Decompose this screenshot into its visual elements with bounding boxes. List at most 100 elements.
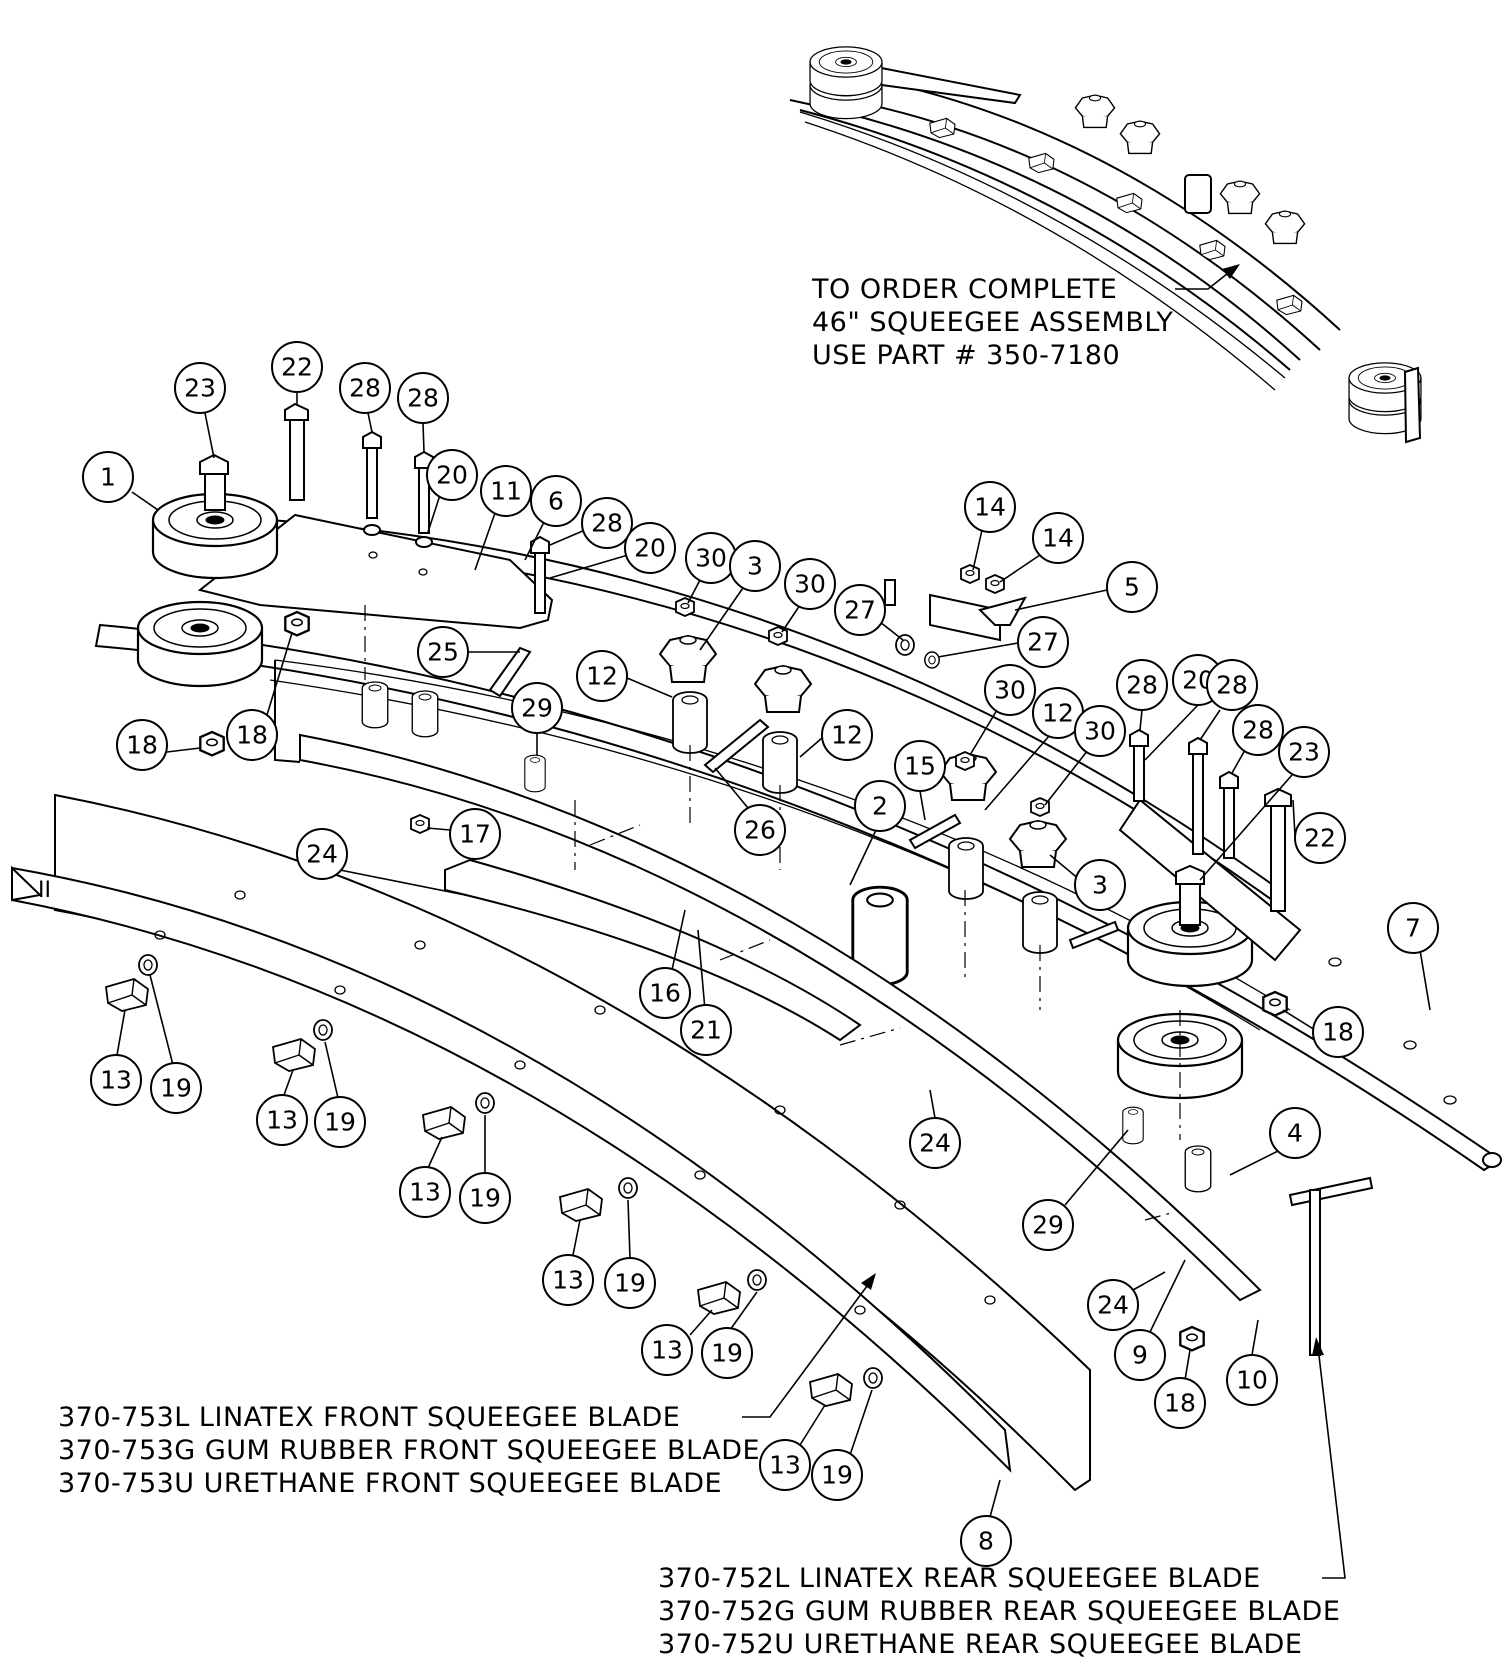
svg-text:14: 14: [1042, 524, 1074, 553]
nut-30-c: [955, 751, 975, 771]
bolt-28-a: [362, 430, 382, 536]
front-blade-note-line-1: 370-753L LINATEX FRONT SQUEEGEE BLADE: [58, 1402, 681, 1433]
svg-text:13: 13: [651, 1336, 683, 1365]
svg-text:6: 6: [548, 487, 564, 516]
callout-30-a: 30: [685, 532, 737, 604]
callout-28-b: 28: [397, 372, 449, 453]
stud-right: [1068, 920, 1120, 950]
svg-text:19: 19: [469, 1184, 501, 1213]
svg-text:22: 22: [1304, 824, 1336, 853]
clip-13-a: [105, 978, 149, 1012]
svg-text:2: 2: [872, 792, 888, 821]
pin-25: [488, 646, 532, 698]
svg-text:23: 23: [184, 374, 216, 403]
svg-text:28: 28: [1216, 671, 1248, 700]
nut-14-a: [960, 564, 980, 584]
rear-blade-note-leader: [1312, 1337, 1346, 1579]
callout-19-f: 19: [811, 1389, 873, 1501]
svg-text:23: 23: [1288, 738, 1320, 767]
callout-2: 2: [849, 780, 906, 886]
callout-18-c: 18: [1282, 1006, 1364, 1058]
clip-13-c: [422, 1106, 466, 1140]
spacer-12-a: [672, 691, 708, 754]
svg-text:28: 28: [407, 384, 439, 413]
callout-9: 9: [1114, 1259, 1186, 1381]
svg-text:17: 17: [459, 820, 491, 849]
svg-text:12: 12: [1042, 699, 1074, 728]
callout-14-a: 14: [964, 481, 1016, 571]
bolt-28-c: [530, 535, 550, 614]
callout-13-f: 13: [759, 1404, 826, 1491]
bracket-5: [884, 579, 1028, 642]
svg-text:8: 8: [978, 1527, 994, 1556]
callout-25: 25: [417, 626, 520, 678]
callout-30-c: 30: [969, 664, 1036, 756]
callout-19-b: 19: [314, 1041, 366, 1148]
svg-text:24: 24: [306, 840, 338, 869]
callout-17: 17: [426, 808, 501, 860]
callout-3-a: 3: [699, 540, 781, 651]
callout-26: 26: [714, 767, 786, 856]
callout-13-b: 13: [256, 1069, 308, 1146]
svg-text:28: 28: [349, 374, 381, 403]
svg-text:13: 13: [100, 1066, 132, 1095]
svg-text:20: 20: [436, 461, 468, 490]
callout-24-b: 24: [909, 1089, 961, 1169]
svg-text:13: 13: [266, 1106, 298, 1135]
svg-text:28: 28: [591, 509, 623, 538]
svg-text:3: 3: [747, 552, 763, 581]
svg-text:16: 16: [649, 979, 681, 1008]
callout-11: 11: [474, 465, 532, 571]
order-note-line-1: TO ORDER COMPLETE: [812, 274, 1118, 305]
svg-text:29: 29: [1032, 1211, 1064, 1240]
callout-12-a: 12: [576, 650, 673, 702]
callout-4: 4: [1229, 1107, 1321, 1176]
order-note-line-2: 46" SQUEEGEE ASSEMBLY: [812, 307, 1174, 338]
callout-27-a: 27: [834, 584, 904, 641]
callout-22-right: 22: [1292, 799, 1346, 864]
svg-text:18: 18: [1164, 1389, 1196, 1418]
washer-19-e: [747, 1269, 767, 1291]
svg-text:30: 30: [994, 676, 1026, 705]
nut-18-left: [284, 610, 310, 637]
nut-18-far-left: [199, 730, 225, 757]
svg-text:30: 30: [695, 544, 727, 573]
callout-23-left: 23: [174, 362, 226, 459]
washer-19-a: [138, 954, 158, 976]
svg-text:13: 13: [409, 1178, 441, 1207]
nut-14-b: [985, 574, 1005, 594]
screw-27-a: [895, 634, 915, 656]
blade-end-hole-7: [1482, 1152, 1502, 1168]
callout-8: 8: [960, 1479, 1012, 1567]
callout-28-e: 28: [1199, 659, 1258, 741]
blade-clamp-9: [444, 858, 862, 1042]
callout-28-d: 28: [1116, 659, 1168, 731]
washer-19-b: [313, 1019, 333, 1041]
callout-20-a: 20: [426, 449, 478, 533]
callout-28-f: 28: [1231, 704, 1284, 774]
callout-20-b: 20: [549, 522, 676, 579]
callout-27-b: 27: [937, 616, 1069, 668]
washer-19-f: [863, 1367, 883, 1389]
blade-slots-7: [1328, 957, 1457, 1105]
order-note: TO ORDER COMPLETE 46" SQUEEGEE ASSEMBLY …: [812, 273, 1173, 372]
bolt-right-long: [1288, 1176, 1374, 1207]
knob-3-right-b: [1009, 820, 1067, 868]
order-note-leader: [1175, 264, 1240, 290]
knob-3-mid: [754, 665, 812, 713]
callout-10: 10: [1226, 1319, 1278, 1406]
nut-30-a: [675, 597, 695, 617]
callout-13-d: 13: [542, 1219, 594, 1306]
svg-text:3: 3: [1092, 871, 1108, 900]
front-blade-note: 370-753L LINATEX FRONT SQUEEGEE BLADE 37…: [58, 1401, 760, 1500]
knob-3-left: [659, 635, 717, 683]
callout-6: 6: [524, 475, 582, 561]
spacer-29-left: [524, 754, 546, 793]
callout-16: 16: [639, 909, 691, 1019]
svg-text:28: 28: [1126, 671, 1158, 700]
spacer-12-c: [948, 837, 984, 900]
svg-text:13: 13: [769, 1451, 801, 1480]
wheel-1-lower: [136, 600, 264, 688]
rear-blade-note-line-1: 370-752L LINATEX REAR SQUEEGEE BLADE: [658, 1563, 1261, 1594]
svg-text:28: 28: [1242, 716, 1274, 745]
